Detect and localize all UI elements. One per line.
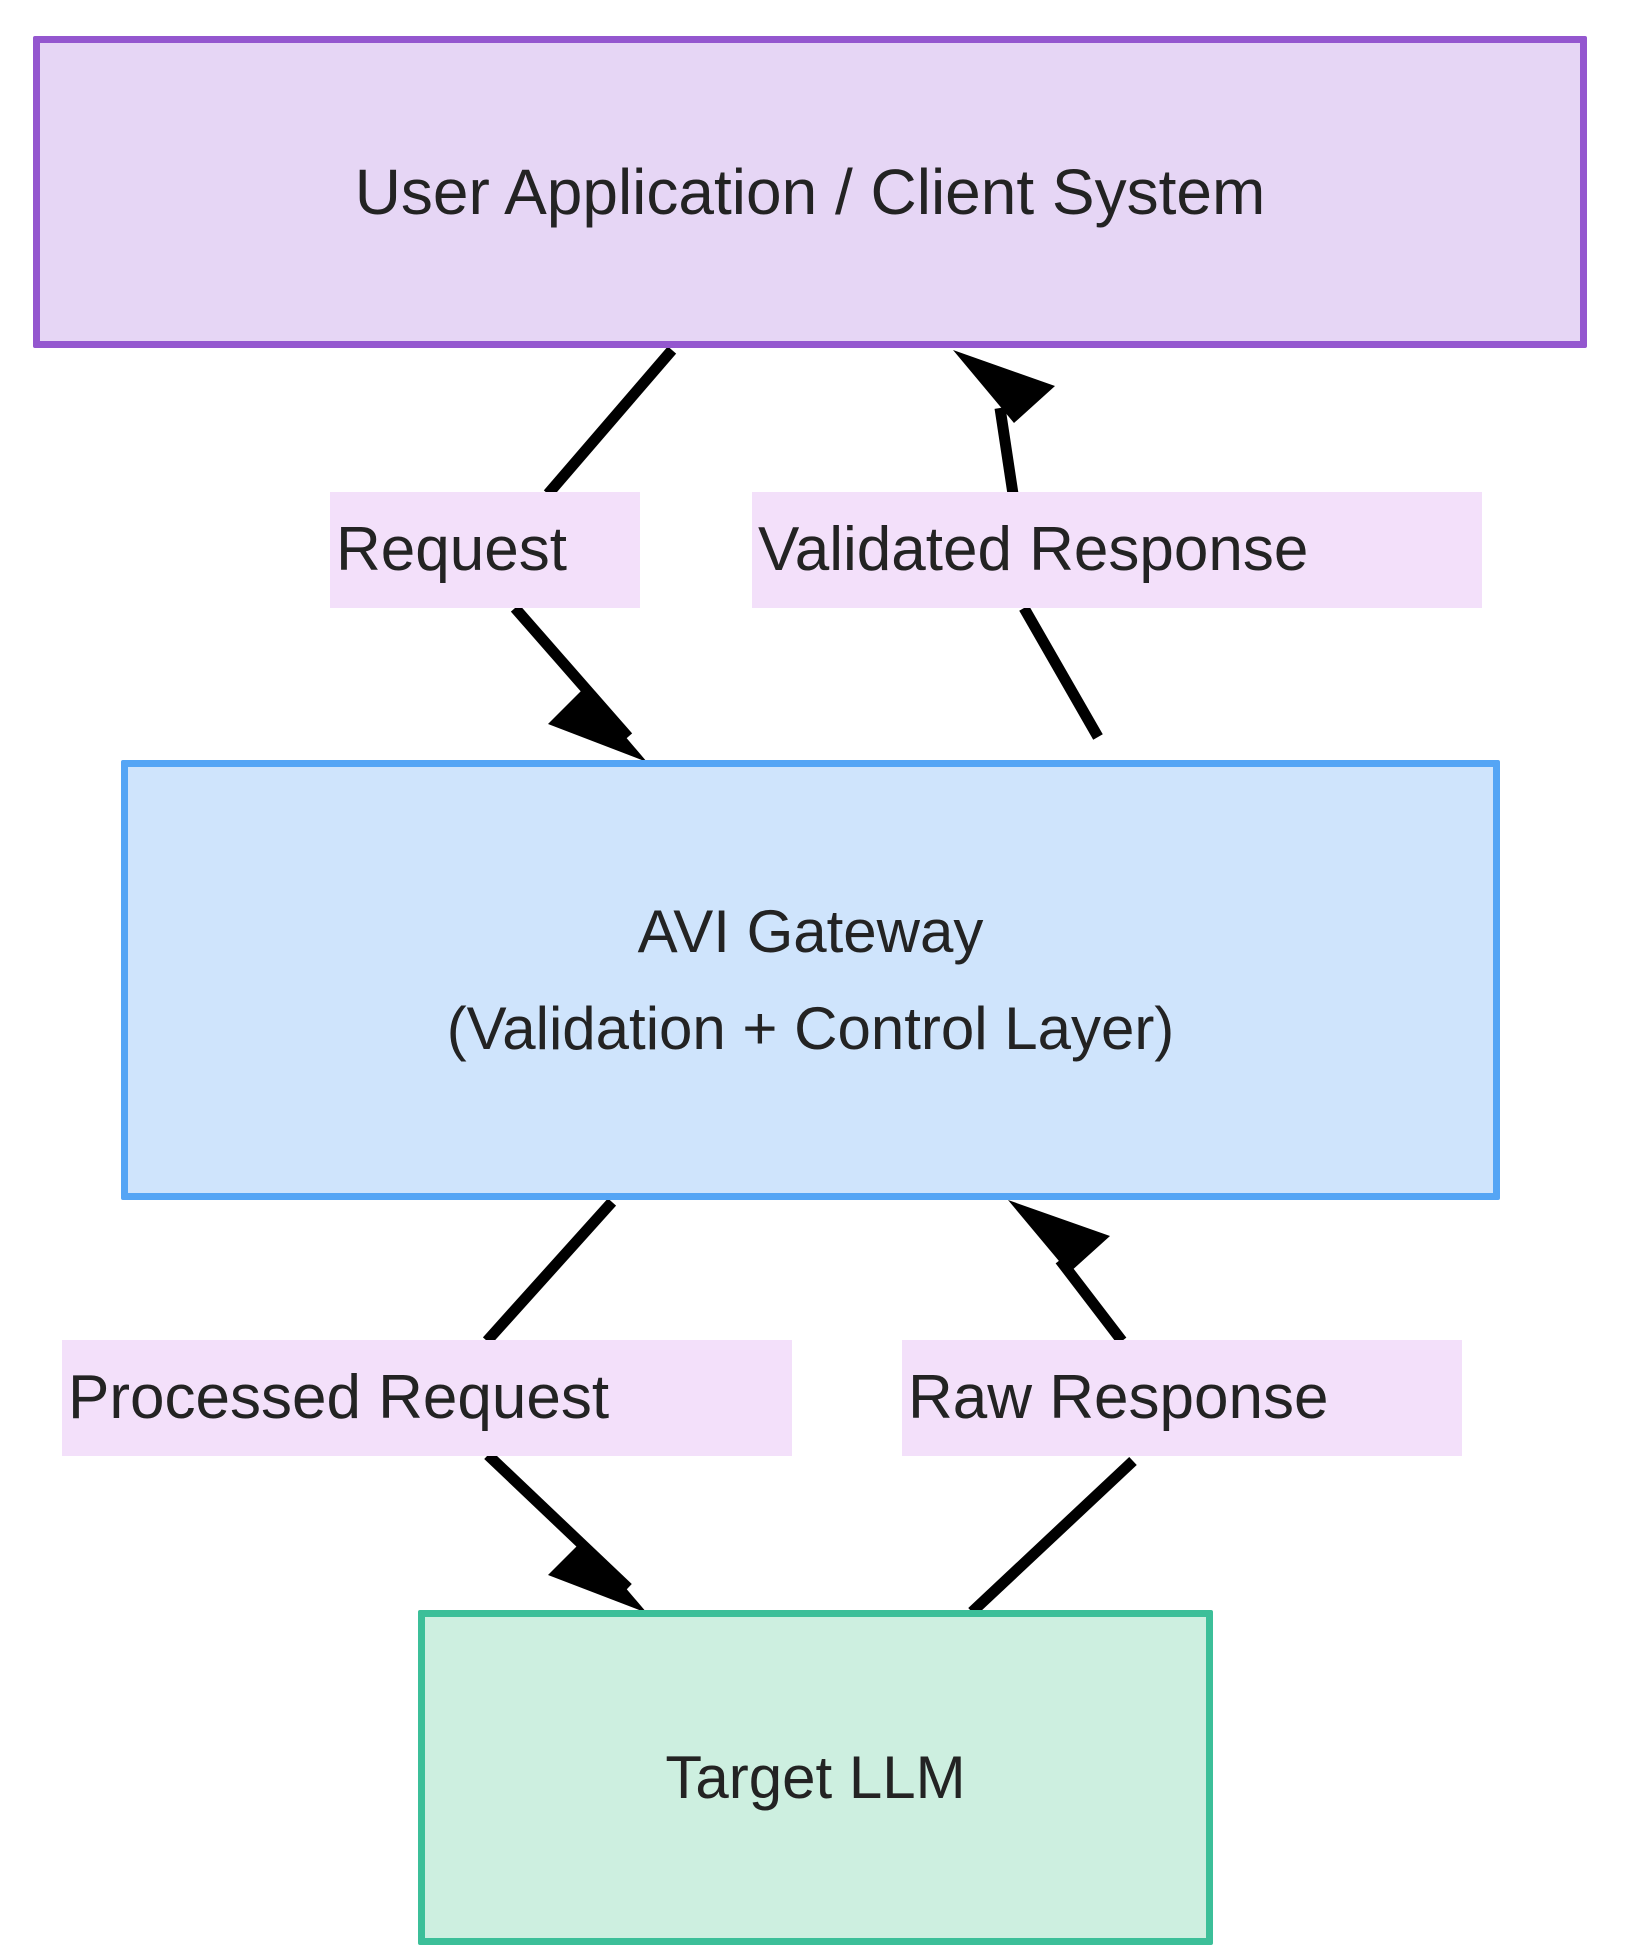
node-avi-gateway-subtitle: (Validation + Control Layer)	[446, 995, 1175, 1062]
edge-raw-segment-upper	[1055, 1256, 1127, 1345]
edge-processed-segment-lower	[484, 1451, 632, 1592]
edge-processed-arrowhead	[548, 1539, 647, 1613]
node-user-application[interactable]: User Application / Client System	[33, 36, 1587, 348]
edge-label-raw-response: Raw Response	[902, 1340, 1462, 1456]
edge-request-segment-lower	[510, 604, 633, 741]
edge-raw-arrowhead	[1008, 1200, 1110, 1273]
edge-request-arrowhead	[548, 688, 647, 762]
node-avi-gateway-title: AVI Gateway	[637, 898, 984, 965]
node-target-llm-label: Target LLM	[665, 1744, 966, 1811]
edge-label-request: Request	[330, 492, 640, 608]
edge-label-validated-response: Validated Response	[752, 492, 1482, 608]
edge-processed-segment-upper	[482, 1198, 617, 1345]
node-target-llm[interactable]: Target LLM	[418, 1610, 1213, 1945]
edge-label-processed-request: Processed Request	[62, 1340, 792, 1456]
edge-request-segment-upper	[543, 346, 677, 498]
node-avi-gateway[interactable]: AVI Gateway (Validation + Control Layer)	[121, 760, 1500, 1200]
edge-raw-segment-lower	[968, 1456, 1137, 1617]
edge-validated-segment-lower	[1019, 605, 1103, 740]
edge-validated-arrowhead	[953, 350, 1055, 423]
edge-validated-segment-upper	[994, 407, 1019, 495]
node-user-application-label: User Application / Client System	[354, 156, 1266, 228]
